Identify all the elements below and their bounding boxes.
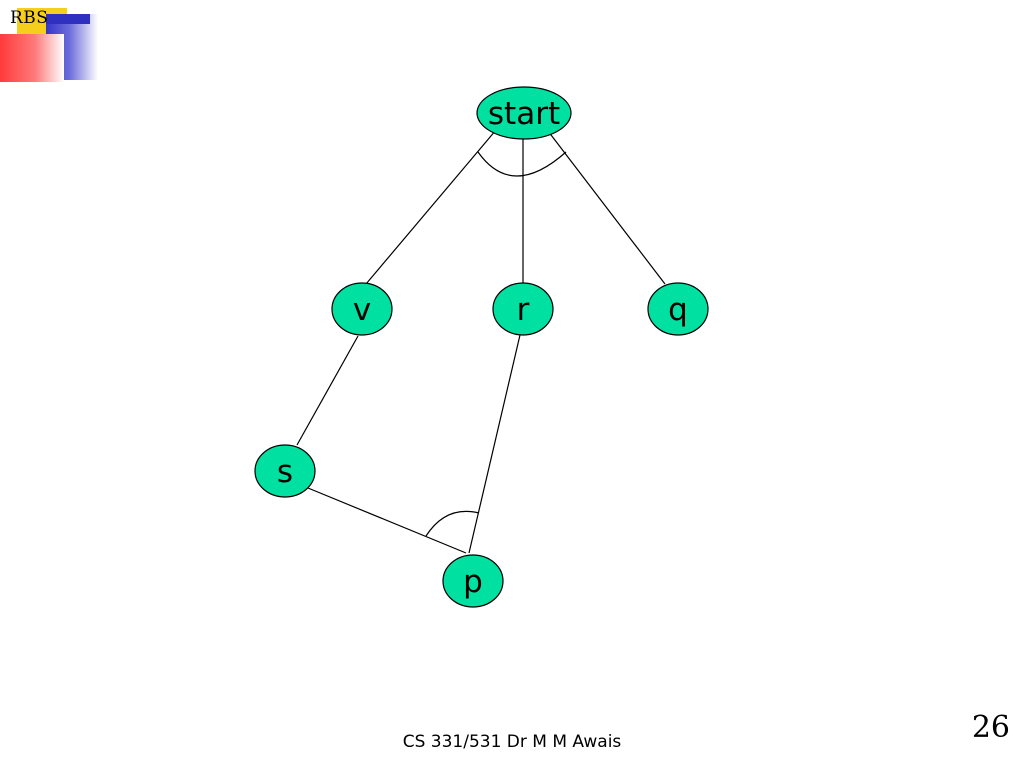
footer-course: CS 331/531 Dr M M Awais	[402, 732, 622, 752]
edge-s-p	[307, 487, 467, 554]
node-s: s	[254, 444, 316, 498]
node-p: p	[442, 554, 504, 608]
and-arc-p	[425, 510, 480, 537]
node-start: start	[476, 86, 572, 140]
node-r-label: r	[517, 292, 530, 328]
node-r: r	[492, 282, 554, 336]
and-arc-start	[477, 151, 567, 177]
logo-red-square	[0, 34, 64, 82]
edge-start-q	[547, 130, 666, 285]
node-start-label: start	[488, 96, 560, 132]
rbs-logo: RBS	[0, 0, 100, 82]
edge-v-s	[296, 335, 359, 446]
node-s-label: s	[277, 454, 293, 490]
node-q-label: q	[668, 292, 688, 328]
node-v-label: v	[353, 292, 371, 328]
page-number: 26	[971, 710, 1010, 745]
node-v: v	[331, 282, 393, 336]
node-p-label: p	[463, 564, 483, 600]
edge-start-v	[365, 129, 497, 285]
node-q: q	[647, 282, 709, 336]
logo-blue-bar	[46, 14, 90, 24]
edge-r-p	[468, 334, 521, 554]
logo-text: RBS	[10, 8, 49, 28]
